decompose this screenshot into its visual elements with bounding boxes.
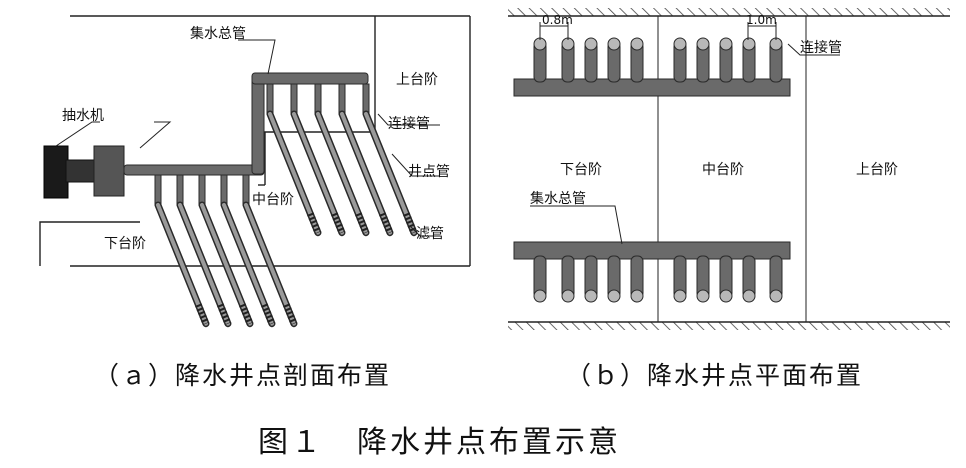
- label-spacing-large: 1.0m: [746, 13, 777, 27]
- upper-header-pipe: [251, 72, 369, 85]
- plan-top-header-pipe: [513, 78, 791, 97]
- plan-bottom-branch-7: [696, 255, 710, 303]
- section-a-diagram: 集水总管 抽水机 上台阶 连接管 井点管 中台阶 滤管 下台阶: [39, 15, 471, 328]
- upper-wellpoint-2: [290, 83, 346, 237]
- upper-wellpoint-1: [266, 83, 322, 237]
- plan-top-branch-2: [561, 37, 575, 83]
- caption-a: （ａ）降水井点剖面布置: [94, 361, 391, 390]
- label-header-pipe: 集水总管: [190, 25, 246, 42]
- plan-top-hatch: [508, 8, 950, 16]
- lower-wellpoint-3: [198, 174, 254, 328]
- plan-top-branch-10: [769, 37, 783, 83]
- label-upper-step-a: 上台阶: [396, 72, 438, 88]
- label-upper-step-b: 上台阶: [856, 162, 898, 178]
- label-pump-water: 抽水机: [62, 108, 104, 124]
- plan-bottom-branch-3: [584, 255, 598, 303]
- plan-top-branch-group: [533, 37, 783, 83]
- section-b-diagram: 0.8m 1.0m 连接管 集水总管 下台阶 中台阶 上台阶: [508, 8, 950, 330]
- plan-bottom-branch-5: [630, 255, 644, 303]
- spacing-dimension-marks: [530, 22, 840, 245]
- label-lower-step-b: 下台阶: [560, 162, 602, 178]
- label-filter-a: 滤管: [416, 226, 444, 242]
- label-header-pipe-b: 集水总管: [530, 190, 586, 207]
- lower-wellpoint-1: [154, 174, 210, 328]
- caption-b: （ｂ）降水井点平面布置: [566, 361, 863, 390]
- plan-top-branch-4: [607, 37, 621, 83]
- plan-bottom-branch-8: [719, 255, 733, 303]
- vacuum-pump-icon: [93, 145, 125, 197]
- plan-bottom-branch-group: [533, 255, 783, 303]
- plan-top-branch-1: [533, 37, 547, 83]
- label-connector-a: 连接管: [388, 115, 430, 132]
- water-pump-icon: [43, 145, 69, 199]
- upper-wellpoint-group: [266, 83, 418, 237]
- plan-top-branch-5: [630, 37, 644, 83]
- section-a-leader-lines: [55, 39, 440, 237]
- plan-bottom-header-pipe: [513, 241, 791, 260]
- label-middle-step-b: 中台阶: [702, 162, 744, 178]
- plan-top-branch-3: [584, 37, 598, 83]
- riser-pipe: [251, 77, 265, 175]
- plan-bottom-hatch: [508, 322, 950, 330]
- plan-bottom-branch-10: [769, 255, 783, 303]
- plan-top-branch-8: [719, 37, 733, 83]
- plan-bottom-branch-9: [742, 255, 756, 303]
- lower-wellpoint-5: [242, 174, 298, 328]
- label-lower-step-a: 下台阶: [104, 236, 146, 252]
- plan-top-branch-9: [742, 37, 756, 83]
- water-pump-body: [65, 159, 97, 183]
- figure-title: 图１ 降水井点布置示意: [258, 425, 621, 460]
- plan-bottom-branch-4: [607, 255, 621, 303]
- plan-bottom-branch-2: [561, 255, 575, 303]
- upper-wellpoint-3: [314, 83, 370, 237]
- lower-wellpoint-2: [176, 174, 232, 328]
- label-wellpoint-a: 井点管: [408, 164, 450, 180]
- lower-wellpoint-group: [154, 174, 298, 328]
- upper-wellpoint-5: [362, 83, 418, 237]
- upper-wellpoint-4: [338, 83, 394, 237]
- lower-header-pipe: [123, 164, 265, 176]
- plan-bottom-branch-6: [673, 255, 687, 303]
- plan-top-branch-7: [696, 37, 710, 83]
- label-middle-step-a: 中台阶: [252, 192, 294, 208]
- plan-top-branch-6: [673, 37, 687, 83]
- lower-wellpoint-4: [220, 174, 276, 328]
- label-spacing-small: 0.8m: [542, 13, 573, 27]
- label-connector-b: 连接管: [800, 39, 842, 56]
- plan-bottom-branch-1: [533, 255, 547, 303]
